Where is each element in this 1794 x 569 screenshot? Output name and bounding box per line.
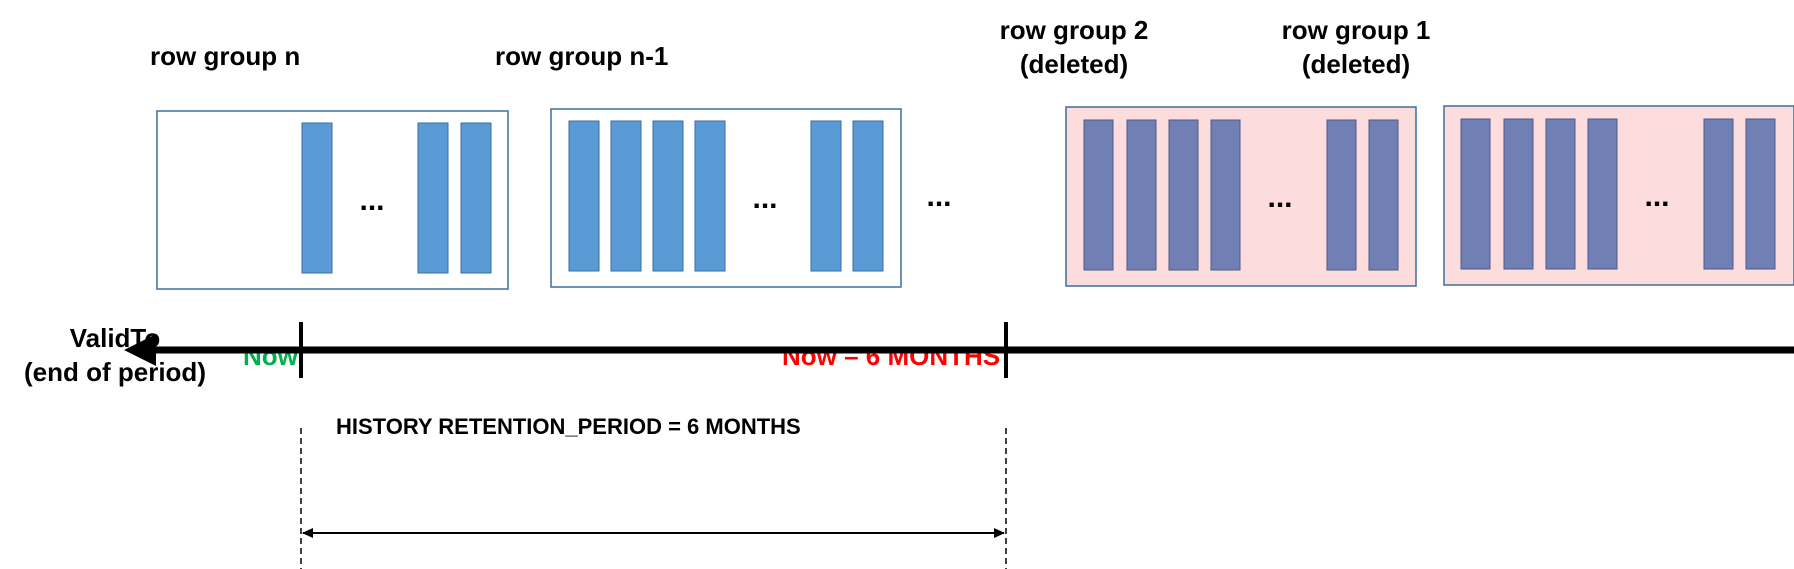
column-segment-deleted <box>1368 119 1399 271</box>
column-segment-deleted <box>1126 119 1157 271</box>
ellipsis: ... <box>1644 180 1669 213</box>
between-groups-ellipsis: ... <box>926 180 951 213</box>
column-segment-deleted <box>1545 118 1576 270</box>
row-group-n: ... <box>156 110 509 290</box>
ellipsis: ... <box>1267 181 1292 214</box>
row-group-box-deleted <box>1443 105 1794 286</box>
retention-period-label: HISTORY RETENTION_PERIOD = 6 MONTHS <box>336 414 801 439</box>
timeline-axis <box>124 322 1794 378</box>
column-segment-deleted <box>1745 118 1776 270</box>
row-group-2: ... <box>1065 106 1417 287</box>
column-segment <box>301 122 333 274</box>
row-group-n-1: ... <box>550 108 902 288</box>
row-group-2-status: (deleted) <box>1019 48 1129 79</box>
column-segment-deleted <box>1210 119 1241 271</box>
row-group-2-name: row group 2 <box>999 15 1149 45</box>
column-segment-deleted <box>1460 118 1491 270</box>
row-group-1-name: row group 1 <box>1281 15 1431 45</box>
row-group-box-deleted <box>1065 106 1417 287</box>
row-group-1: ... <box>1443 105 1794 286</box>
column-segment <box>810 120 842 272</box>
row-group-1-status: (deleted) <box>1301 48 1411 79</box>
column-segment-deleted <box>1703 118 1734 270</box>
column-segment <box>852 120 884 272</box>
ellipsis: ... <box>359 184 384 217</box>
column-segment <box>417 122 449 274</box>
column-segment-deleted <box>1587 118 1618 270</box>
axis-arrowhead <box>124 334 156 366</box>
ellipsis: ... <box>752 182 777 215</box>
now-label: Now <box>243 341 298 371</box>
row-group-2-title: row group 2 (deleted) <box>985 14 1163 82</box>
axis-label: ValidTo (end of period) <box>10 322 220 390</box>
column-segment <box>568 120 600 272</box>
axis-label-line2: (end of period) <box>24 356 206 387</box>
column-segment <box>460 122 492 274</box>
cutoff-label: Now – 6 MONTHS <box>782 341 1001 371</box>
row-group-n-title: row group n <box>150 41 301 71</box>
column-segment-deleted <box>1326 119 1357 271</box>
column-segment-deleted <box>1083 119 1114 271</box>
row-group-1-title: row group 1 (deleted) <box>1270 14 1442 82</box>
column-segment-deleted <box>1168 119 1199 271</box>
column-segment <box>694 120 726 272</box>
column-segment-deleted <box>1503 118 1534 270</box>
column-segment <box>610 120 642 272</box>
row-group-n-1-title: row group n-1 <box>495 41 669 71</box>
row-group-box <box>550 108 902 288</box>
column-segment <box>652 120 684 272</box>
